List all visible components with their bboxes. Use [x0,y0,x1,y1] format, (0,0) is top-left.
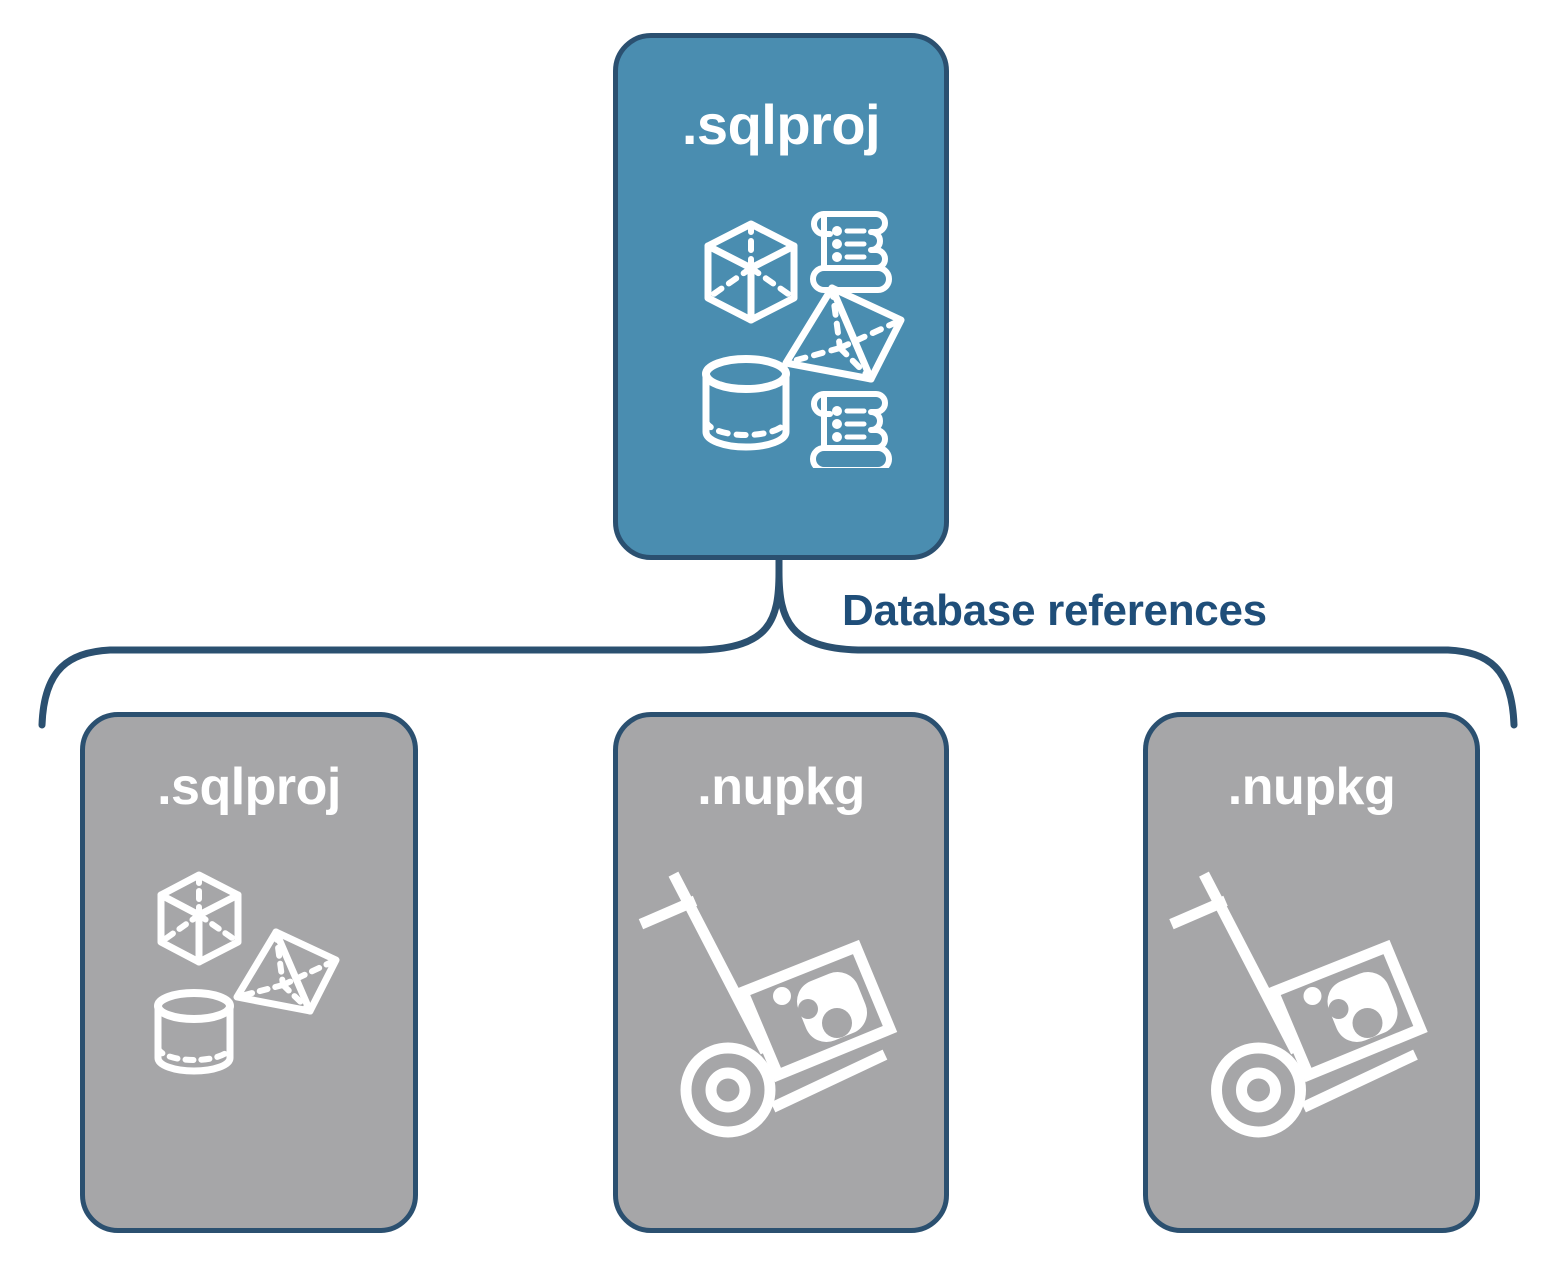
hand-truck-package-icon [638,871,898,1138]
card-reference-sqlproj[interactable]: .sqlproj [80,712,418,1233]
sqlproj-artwork [618,188,944,468]
card-title: .sqlproj [157,758,341,816]
card-title: .nupkg [1227,758,1396,816]
nupkg-artwork [618,857,944,1147]
nuget-blob-holes [1328,999,1383,1038]
scroll-icon [810,391,892,468]
card-reference-nupkg-2[interactable]: .nupkg [1143,712,1480,1233]
sqlproj-artwork [85,852,413,1132]
card-title: .nupkg [697,758,865,816]
sqlproj-shapes-svg [154,871,340,1075]
cylinder-icon [154,989,234,1075]
cube-icon [157,871,242,966]
hand-truck-package-icon [1169,871,1428,1138]
hand-truck-package-svg [638,871,898,1138]
sqlproj-shapes-svg [702,211,905,468]
card-sqlproj-root[interactable]: .sqlproj [613,33,949,560]
pyramid-icon [233,928,340,1015]
nuget-blob-holes [798,999,852,1038]
card-reference-nupkg-1[interactable]: .nupkg [613,712,949,1233]
cylinder-icon [702,355,790,451]
brace-label: Database references [842,586,1267,635]
pyramid-icon [782,284,905,383]
cube-icon [704,220,798,324]
nupkg-artwork [1148,857,1475,1147]
hand-truck-package-svg [1169,871,1428,1138]
card-title: .sqlproj [681,93,881,156]
brace-left-arm [38,568,783,729]
scroll-icon [810,211,892,293]
